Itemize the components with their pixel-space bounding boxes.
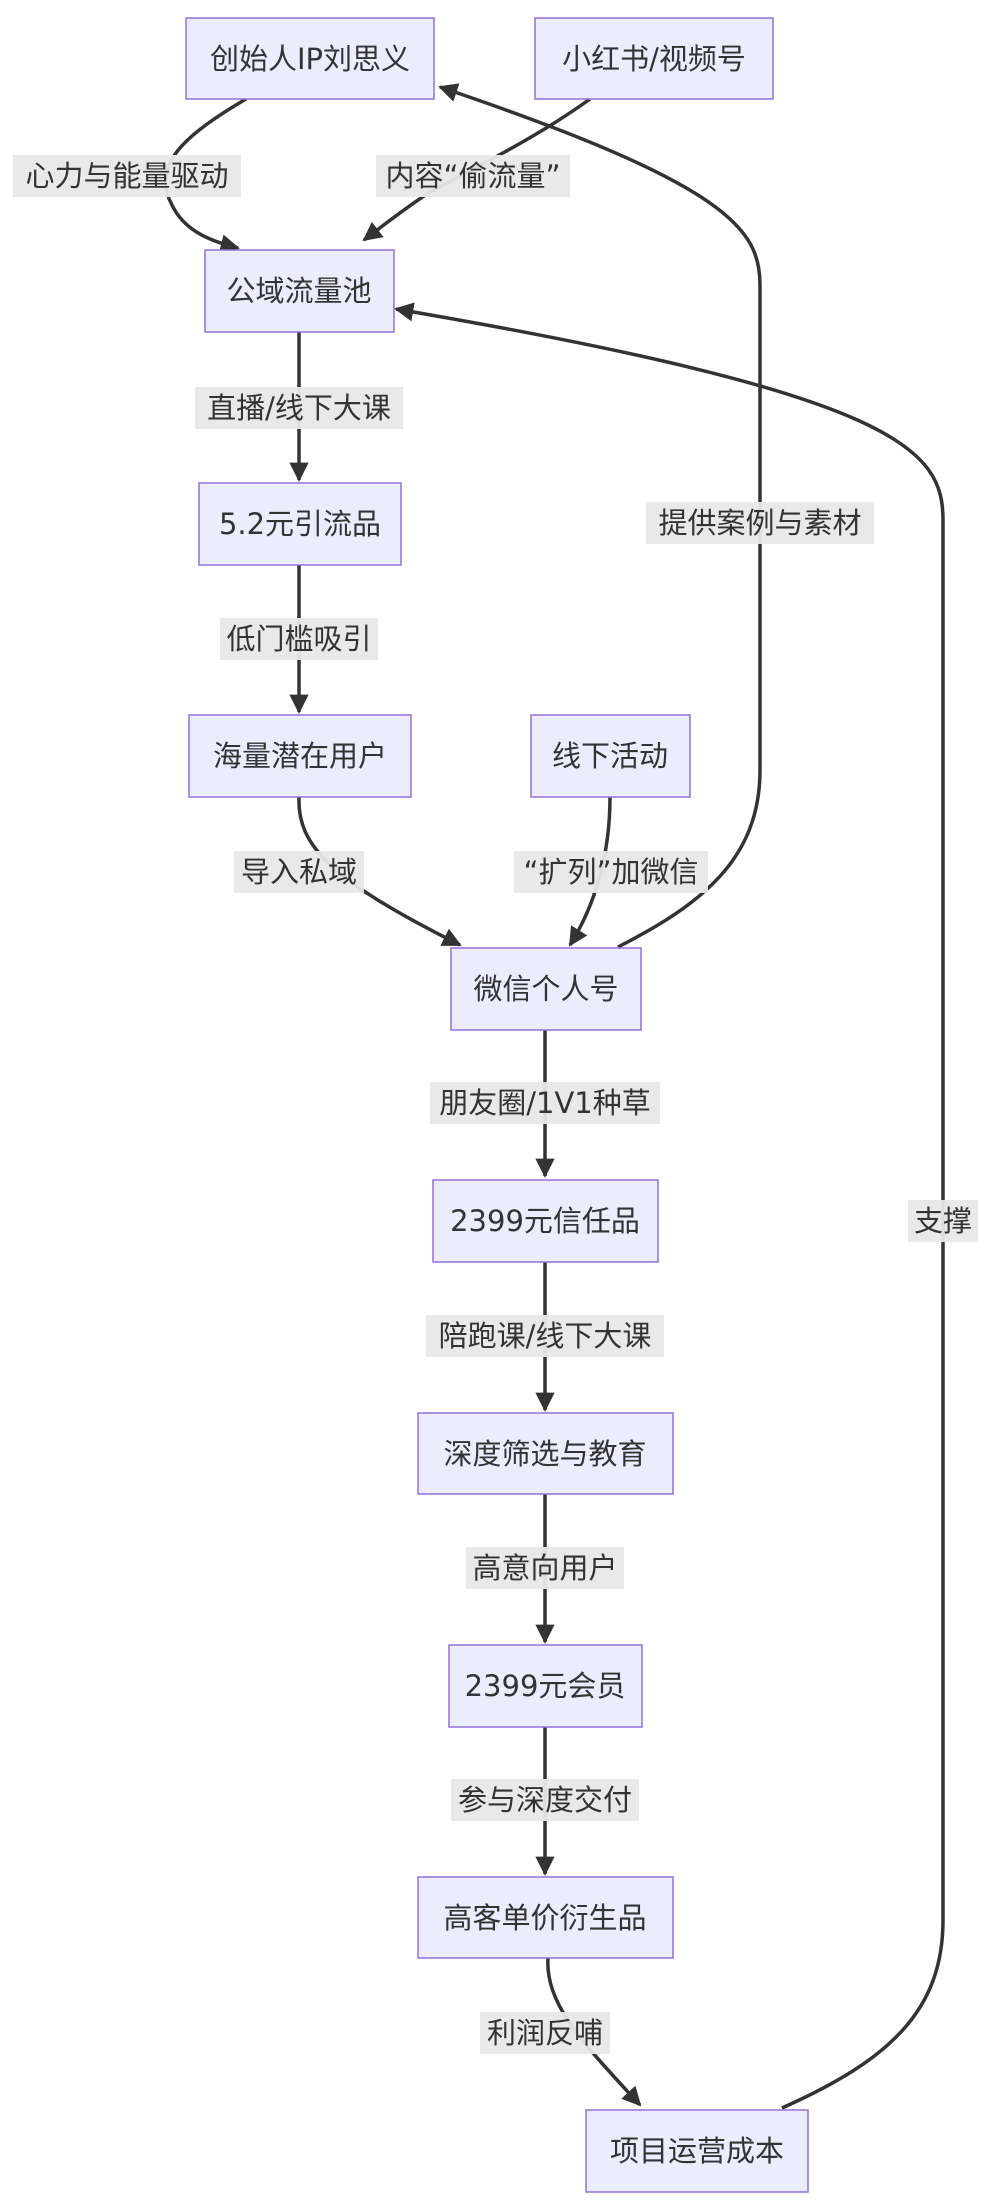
node-trust-product: 2399元信任品 bbox=[432, 1179, 659, 1263]
svg-text:5.2元引流品: 5.2元引流品 bbox=[219, 507, 381, 541]
node-member: 2399元会员 bbox=[448, 1644, 643, 1728]
node-xhs: 小红书/视频号 bbox=[534, 17, 774, 100]
svg-text:2399元信任品: 2399元信任品 bbox=[450, 1204, 640, 1238]
node-public-pool: 公域流量池 bbox=[204, 249, 395, 333]
svg-text:创始人IP刘思义: 创始人IP刘思义 bbox=[210, 42, 410, 76]
svg-text:微信个人号: 微信个人号 bbox=[473, 972, 618, 1006]
node-operating-cost: 项目运营成本 bbox=[585, 2109, 809, 2193]
svg-text:导入私域: 导入私域 bbox=[241, 855, 357, 889]
edge-label-trust-to-screening: 陪跑课/线下大课 bbox=[426, 1315, 664, 1357]
edge-label-screening-to-member: 高意向用户 bbox=[466, 1547, 624, 1589]
svg-text:小红书/视频号: 小红书/视频号 bbox=[562, 42, 746, 76]
svg-text:公域流量池: 公域流量池 bbox=[226, 274, 371, 308]
edge-label-event-to-wechat: “扩列”加微信 bbox=[514, 851, 708, 893]
edge-label-users-to-wechat: 导入私域 bbox=[234, 851, 364, 893]
svg-text:利润反哺: 利润反哺 bbox=[487, 2016, 603, 2050]
svg-text:深度筛选与教育: 深度筛选与教育 bbox=[443, 1437, 646, 1471]
edge-label-cost-to-pool: 支撑 bbox=[908, 1200, 978, 1242]
node-potential-users: 海量潜在用户 bbox=[188, 714, 412, 798]
svg-text:“扩列”加微信: “扩列”加微信 bbox=[523, 855, 698, 889]
svg-text:高客单价衍生品: 高客单价衍生品 bbox=[443, 1901, 646, 1935]
edge-label-wechat-to-founder: 提供案例与素材 bbox=[646, 502, 874, 544]
svg-text:线下活动: 线下活动 bbox=[552, 739, 668, 773]
svg-text:参与深度交付: 参与深度交付 bbox=[458, 1783, 632, 1817]
svg-text:提供案例与素材: 提供案例与素材 bbox=[658, 506, 861, 540]
node-lead-product: 5.2元引流品 bbox=[198, 482, 402, 566]
svg-text:海量潜在用户: 海量潜在用户 bbox=[213, 739, 387, 773]
edge-label-wechat-to-trust: 朋友圈/1V1种草 bbox=[430, 1082, 660, 1124]
svg-text:直播/线下大课: 直播/线下大课 bbox=[207, 391, 391, 425]
edge-label-xhs-to-pool: 内容“偷流量” bbox=[376, 155, 570, 197]
node-founder: 创始人IP刘思义 bbox=[185, 17, 435, 100]
svg-text:2399元会员: 2399元会员 bbox=[465, 1669, 626, 1703]
node-derivative: 高客单价衍生品 bbox=[417, 1876, 674, 1959]
edge-label-member-to-derivative: 参与深度交付 bbox=[451, 1779, 639, 1821]
svg-text:内容“偷流量”: 内容“偷流量” bbox=[385, 159, 560, 193]
edge-wechat-to-founder bbox=[438, 83, 762, 949]
svg-text:心力与能量驱动: 心力与能量驱动 bbox=[25, 159, 228, 193]
edge-cost-to-pool bbox=[394, 302, 945, 2110]
svg-text:项目运营成本: 项目运营成本 bbox=[610, 2134, 784, 2168]
svg-text:高意向用户: 高意向用户 bbox=[472, 1551, 617, 1585]
edge-founder-to-pool bbox=[163, 97, 247, 254]
edge-label-lead-to-users: 低门槛吸引 bbox=[220, 618, 378, 660]
svg-text:支撑: 支撑 bbox=[914, 1204, 972, 1238]
svg-text:陪跑课/线下大课: 陪跑课/线下大课 bbox=[439, 1319, 652, 1353]
edge-label-pool-to-lead: 直播/线下大课 bbox=[195, 387, 403, 429]
svg-text:低门槛吸引: 低门槛吸引 bbox=[226, 622, 371, 656]
edge-label-founder-to-pool: 心力与能量驱动 bbox=[13, 155, 241, 197]
node-offline-event: 线下活动 bbox=[530, 714, 691, 798]
svg-text:朋友圈/1V1种草: 朋友圈/1V1种草 bbox=[439, 1086, 651, 1120]
edge-label-derivative-to-cost: 利润反哺 bbox=[480, 2012, 610, 2054]
node-wechat: 微信个人号 bbox=[450, 947, 642, 1031]
node-screening: 深度筛选与教育 bbox=[417, 1412, 674, 1495]
